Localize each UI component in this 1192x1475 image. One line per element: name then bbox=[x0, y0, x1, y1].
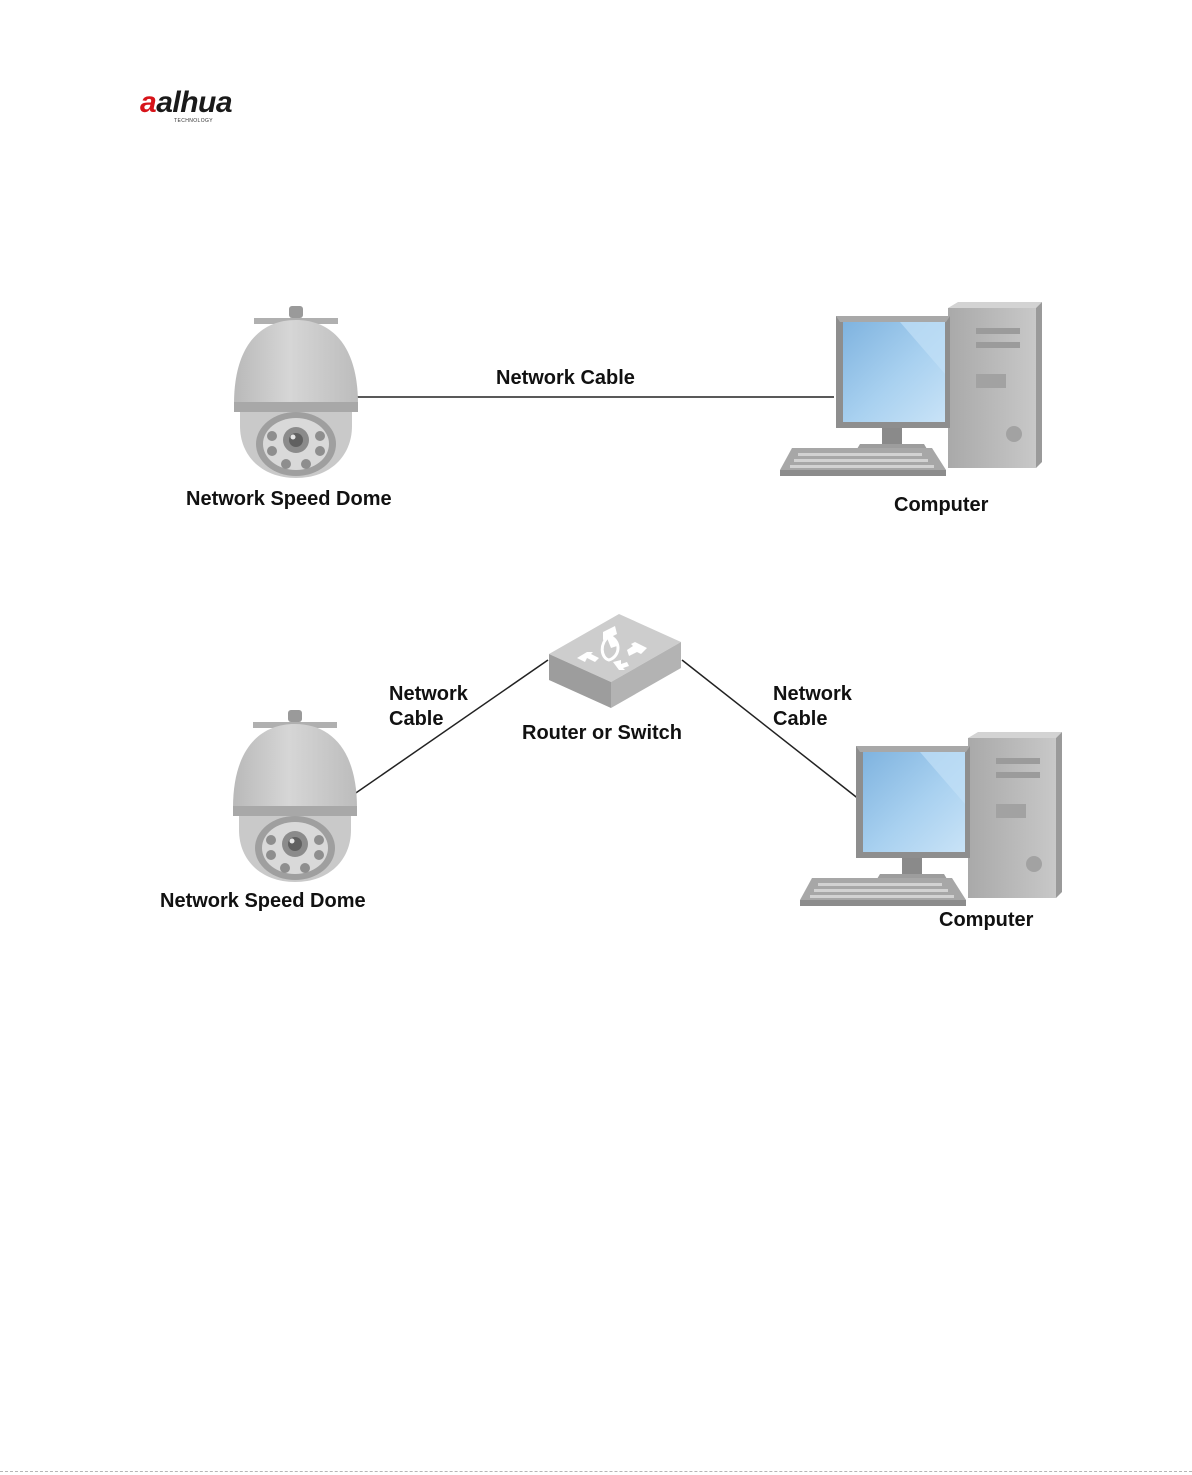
diagram-2-computer-icon bbox=[800, 732, 1062, 906]
diagram-1-computer-icon bbox=[780, 302, 1042, 476]
diagram-2-right-cable-label-line1: Network bbox=[773, 682, 852, 706]
diagram-2-left-cable-label-line2: Cable bbox=[389, 707, 443, 731]
diagram-1-cable-label: Network Cable bbox=[496, 366, 635, 390]
diagram-2-speed-dome-icon bbox=[233, 710, 357, 882]
diagram-2-right-cable-label-line2: Cable bbox=[773, 707, 827, 731]
diagram-2-router-switch-icon bbox=[549, 614, 681, 708]
diagram-2-right-cable-line bbox=[682, 660, 860, 800]
diagram-2-left-cable-line bbox=[350, 660, 548, 797]
diagram-1-computer-label: Computer bbox=[894, 493, 988, 517]
diagram-2-left-cable-label-line1: Network bbox=[389, 682, 468, 706]
diagram-1-camera-label: Network Speed Dome bbox=[186, 487, 392, 511]
page-footer-rule bbox=[0, 1471, 1192, 1472]
diagram-1 bbox=[234, 302, 1042, 478]
diagram-2 bbox=[233, 614, 1062, 906]
diagram-2-switch-label: Router or Switch bbox=[522, 721, 682, 745]
diagram-2-camera-label: Network Speed Dome bbox=[160, 889, 366, 913]
diagram-1-speed-dome-icon bbox=[234, 306, 358, 478]
diagram-2-computer-label: Computer bbox=[939, 908, 1033, 932]
